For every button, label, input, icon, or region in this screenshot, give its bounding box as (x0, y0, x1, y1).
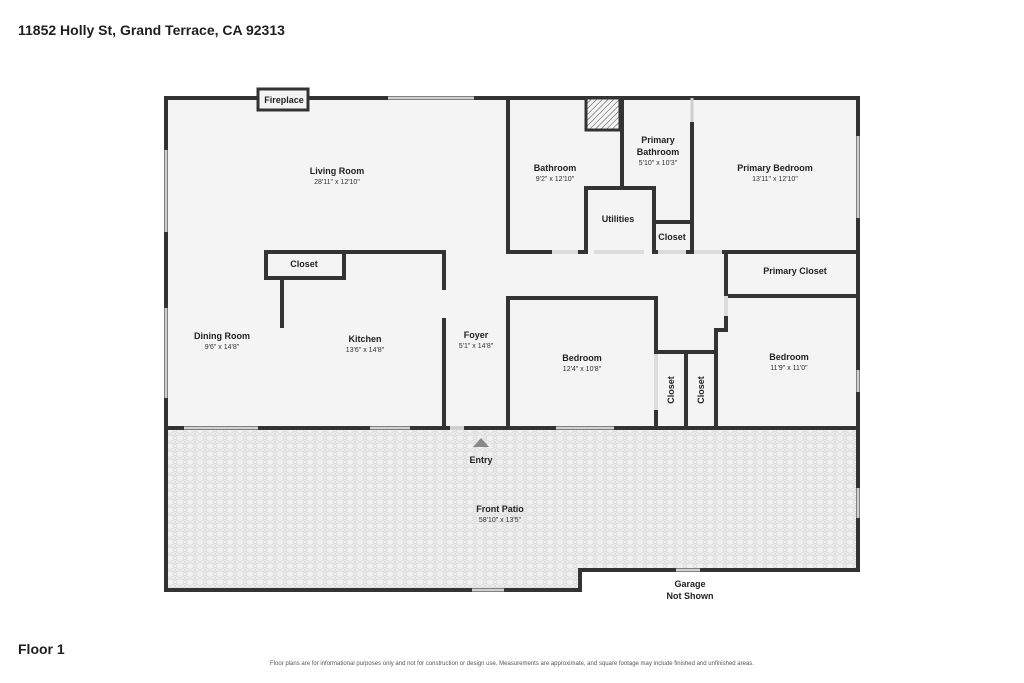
floor-label: Floor 1 (18, 641, 65, 657)
fireplace-label: Fireplace (264, 95, 304, 105)
address-title: 11852 Holly St, Grand Terrace, CA 92313 (18, 22, 285, 38)
primary-closet-label: Primary Closet (763, 266, 827, 276)
entry-label: Entry (469, 455, 492, 465)
living-room-dims: 28'11" x 12'10" (314, 179, 360, 186)
closet-bath-label: Closet (658, 232, 686, 242)
kitchen-label: Kitchen (348, 334, 381, 344)
garage-label-2: Not Shown (667, 591, 714, 601)
dining-room-label: Dining Room (194, 331, 250, 341)
bedroom-1-dims: 12'4" x 10'8" (563, 366, 602, 373)
door-openings (450, 250, 728, 430)
front-patio-label: Front Patio (476, 504, 524, 514)
dining-room-dims: 9'6" x 14'8" (205, 344, 240, 351)
closet-v1-label: Closet (666, 376, 676, 404)
living-room-label: Living Room (310, 166, 365, 176)
entry-arrow-icon (473, 438, 489, 447)
foyer-label: Foyer (464, 330, 489, 340)
kitchen-dims: 13'6" x 14'8" (346, 347, 385, 354)
house-floor (166, 98, 858, 428)
closet-kitchen-label: Closet (290, 259, 318, 269)
utilities-label: Utilities (602, 214, 635, 224)
bedroom-2-dims: 11'9" x 11'0" (770, 365, 808, 372)
bedroom-1-label: Bedroom (562, 353, 602, 363)
patio-floor (166, 430, 858, 590)
foyer-dims: 5'1" x 14'8" (459, 343, 494, 350)
front-patio-dims: 58'10" x 13'5" (479, 517, 522, 524)
bathroom-dims: 9'2" x 12'10" (536, 176, 575, 183)
bedroom-2-label: Bedroom (769, 352, 809, 362)
primary-bathroom-label-2: Bathroom (637, 147, 680, 157)
patio-border (164, 426, 860, 592)
primary-bedroom-label: Primary Bedroom (737, 163, 813, 173)
windows (164, 96, 860, 592)
primary-bathroom-label-1: Primary (641, 135, 675, 145)
garage-label-1: Garage (674, 579, 705, 589)
chimney-chase (584, 96, 622, 132)
fireplace (256, 87, 310, 112)
closet-v2-label: Closet (696, 376, 706, 404)
disclaimer-text: Floor plans are for informational purpos… (270, 661, 754, 667)
primary-bathroom-dims: 5'10" x 10'3" (639, 160, 678, 167)
primary-bedroom-dims: 13'11" x 12'10" (752, 176, 798, 183)
bathroom-label: Bathroom (534, 163, 577, 173)
interior-walls (264, 96, 860, 430)
